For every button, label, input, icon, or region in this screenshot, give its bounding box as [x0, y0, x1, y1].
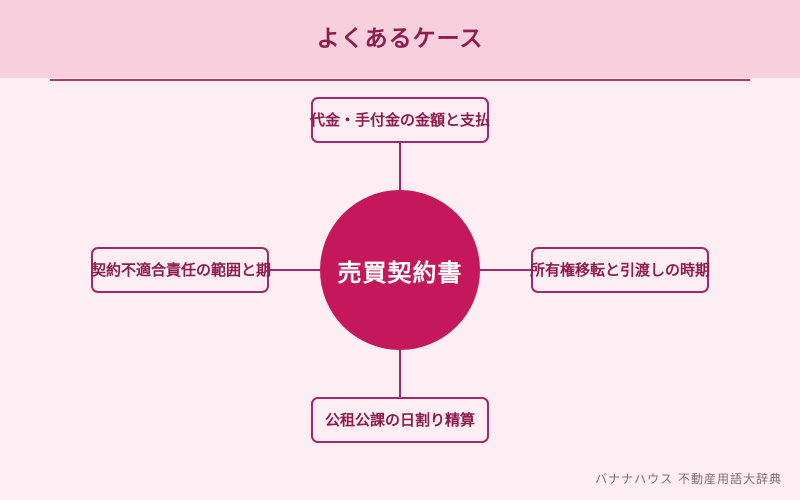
footer-credit: バナナハウス 不動産用語大辞典	[595, 472, 782, 486]
header-divider	[50, 79, 750, 81]
center-node: 売買契約書	[320, 190, 480, 350]
header-band	[0, 0, 800, 78]
node-left-box	[91, 247, 269, 293]
node-bottom-box	[311, 397, 489, 443]
page-title: よくあるケース	[316, 26, 484, 52]
node-left-label: 契約不適合責任の範囲と期	[90, 261, 271, 279]
node-bottom-label: 公租公課の日割り精算	[324, 411, 475, 429]
node-right-box	[531, 247, 709, 293]
node-top-box	[311, 97, 489, 143]
node-right-label: 所有権移転と引渡しの時期	[529, 261, 710, 279]
center-node-label: 売買契約書	[337, 258, 463, 287]
node-top-label: 代金・手付金の金額と支払	[309, 111, 490, 129]
